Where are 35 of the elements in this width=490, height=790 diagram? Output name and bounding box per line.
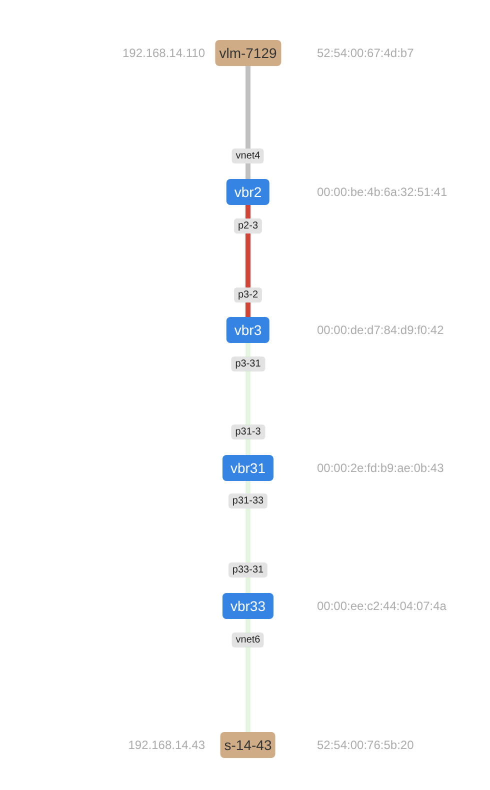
link-line <box>246 578 250 593</box>
bridge-box: vbr3 <box>226 317 270 343</box>
port-badge: p3-2 <box>234 288 262 302</box>
port-badge: vnet4 <box>232 148 264 164</box>
link-line <box>246 440 250 455</box>
link-line <box>246 164 250 179</box>
link-line <box>246 508 250 562</box>
mac-address: 52:54:00:67:4d:b7 <box>317 45 414 62</box>
link-line <box>246 234 250 288</box>
port-badge: p31-33 <box>228 494 268 508</box>
link-line <box>246 372 250 424</box>
bridge-box: vbr31 <box>222 455 274 481</box>
port-badge: p3-31 <box>231 356 265 372</box>
link-line <box>246 619 250 632</box>
host-box: s-14-43 <box>220 732 276 758</box>
link-line <box>246 205 250 218</box>
mac-address: 00:00:de:d7:84:d9:f0:42 <box>317 322 444 339</box>
port-badge: p2-3 <box>234 218 262 234</box>
port-badge: p33-31 <box>228 562 268 578</box>
host-box: vlm-7129 <box>215 40 281 66</box>
ip-address: 192.168.14.110 <box>122 45 205 62</box>
mac-address: 00:00:be:4b:6a:32:51:41 <box>317 184 448 201</box>
link-line <box>246 648 250 732</box>
ip-address: 192.168.14.43 <box>128 737 205 754</box>
mac-address: 52:54:00:76:5b:20 <box>317 737 414 754</box>
port-badge: p31-3 <box>231 424 265 440</box>
mac-address: 00:00:ee:c2:44:04:07:4a <box>317 598 446 615</box>
link-line <box>246 302 250 317</box>
link-line <box>246 343 250 356</box>
link-line <box>246 66 250 148</box>
mac-address: 00:00:2e:fd:b9:ae:0b:43 <box>317 460 444 477</box>
bridge-box: vbr2 <box>226 179 270 205</box>
port-badge: vnet6 <box>232 632 264 648</box>
bridge-box: vbr33 <box>222 593 274 619</box>
link-line <box>246 481 250 494</box>
